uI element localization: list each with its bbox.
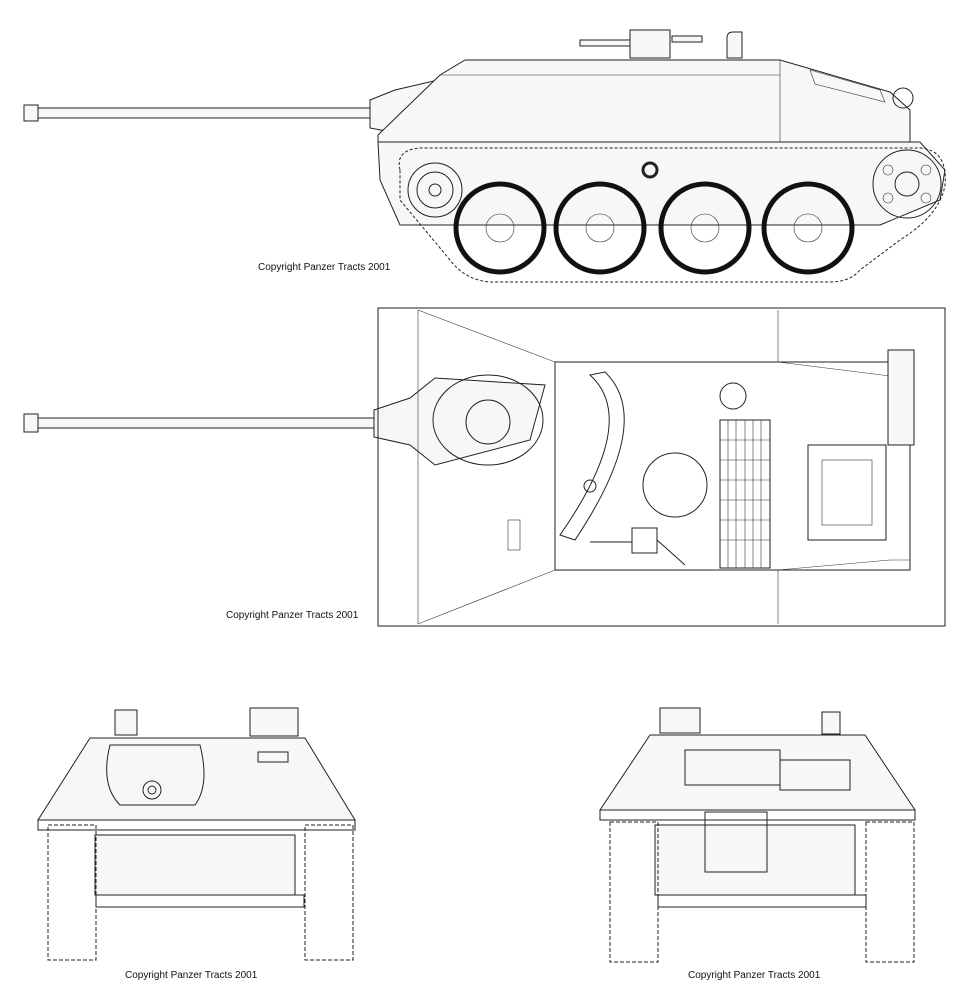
side-drive-sprocket <box>407 162 463 218</box>
side-lower-hull <box>377 141 946 226</box>
front-lower-hull <box>94 834 296 896</box>
rear-lower-hull <box>654 824 856 896</box>
side-roof-mg <box>579 29 743 59</box>
top-hull-outline <box>377 307 946 627</box>
side-track <box>398 147 946 283</box>
front-track-left <box>47 824 97 961</box>
top-gun-mount <box>432 374 544 466</box>
side-superstructure <box>377 59 911 143</box>
top-engine-grille <box>719 419 771 569</box>
top-roof-mg <box>590 527 686 566</box>
rear-view <box>599 707 916 963</box>
side-gun-barrel <box>23 79 439 136</box>
top-hatch <box>642 452 708 518</box>
rear-view-copyright: Copyright Panzer Tracts 2001 <box>688 970 821 981</box>
top-exhaust <box>887 349 915 446</box>
rear-track-left <box>609 821 659 963</box>
front-view <box>37 707 356 961</box>
side-view <box>23 29 946 283</box>
side-road-wheels <box>453 181 855 275</box>
front-periscope <box>114 709 138 736</box>
side-idler-wheel <box>872 149 942 219</box>
top-view <box>23 307 946 627</box>
front-view-copyright: Copyright Panzer Tracts 2001 <box>125 970 258 981</box>
front-track-right <box>304 824 354 961</box>
rear-track-right <box>865 821 915 963</box>
side-view-copyright: Copyright Panzer Tracts 2001 <box>258 262 391 273</box>
top-view-copyright: Copyright Panzer Tracts 2001 <box>226 610 359 621</box>
top-periscope <box>719 382 747 410</box>
rear-exhaust <box>779 759 851 791</box>
top-rear-hatch <box>807 444 887 541</box>
top-gun-barrel <box>23 377 546 466</box>
